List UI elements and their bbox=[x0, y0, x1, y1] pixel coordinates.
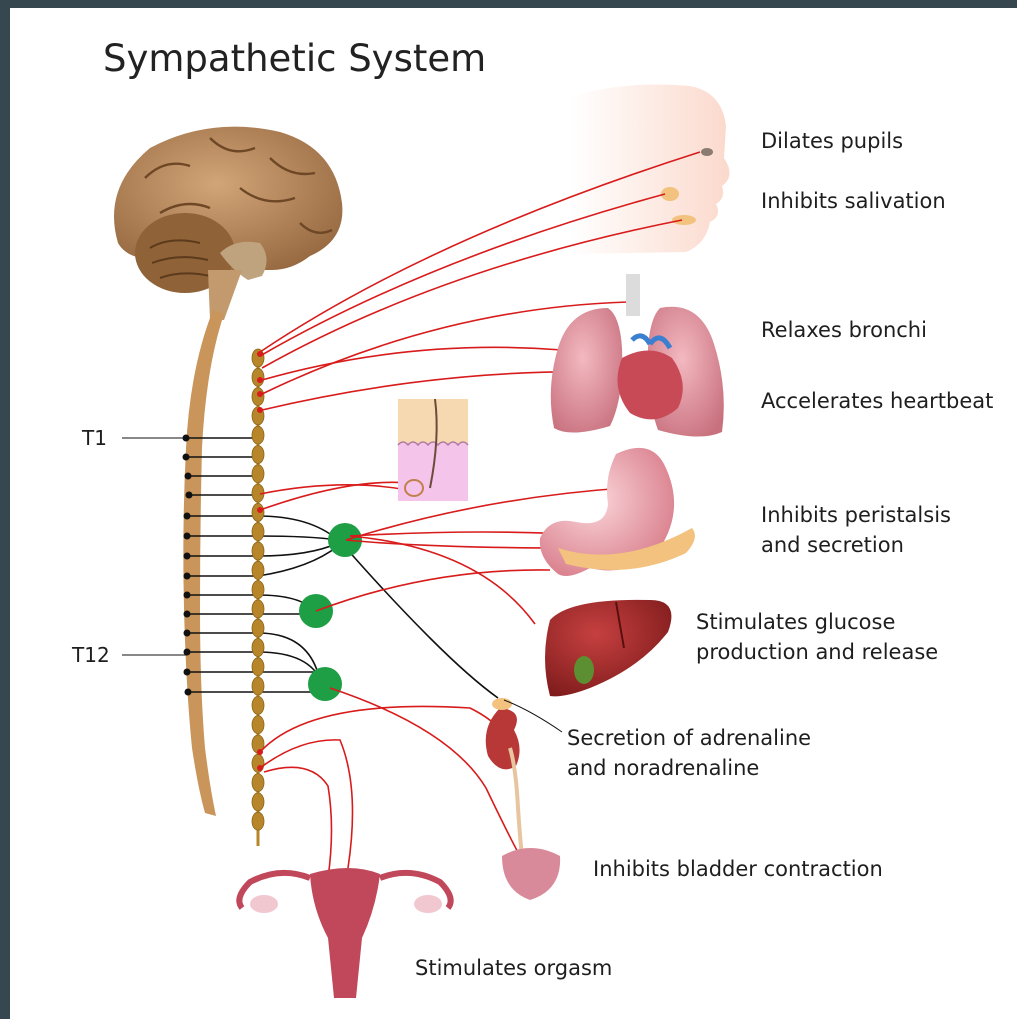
effect-stomach: Inhibits peristalsisand secretion bbox=[761, 503, 951, 557]
diagram-title: Sympathetic System bbox=[103, 37, 486, 80]
liver-illustration bbox=[545, 600, 671, 697]
effect-labels: Dilates pupilsInhibits salivationRelaxes… bbox=[415, 129, 993, 980]
chain-ganglion bbox=[252, 619, 264, 637]
chain-ganglion bbox=[252, 677, 264, 695]
chain-ganglion bbox=[252, 446, 264, 464]
kidney-illustration bbox=[486, 698, 522, 856]
salivary-gland-icon bbox=[672, 215, 696, 225]
chain-ganglion bbox=[252, 561, 264, 579]
lungs-and-heart-illustration bbox=[551, 274, 724, 437]
effect-lungs: Relaxes bronchi bbox=[761, 318, 927, 342]
chain-ganglion bbox=[252, 600, 264, 618]
adrenal-gland-icon bbox=[492, 698, 512, 710]
chain-ganglion bbox=[252, 696, 264, 714]
chain-ganglion bbox=[252, 349, 264, 367]
skin-illustration bbox=[398, 399, 468, 501]
effect-adrenal-gland: Secretion of adrenalineand noradrenaline bbox=[567, 726, 811, 780]
effect-eye: Dilates pupils bbox=[761, 129, 903, 153]
celiac-ganglion bbox=[328, 523, 362, 557]
chain-ganglion bbox=[252, 465, 264, 483]
chain-ganglion bbox=[252, 503, 264, 521]
chain-ganglion bbox=[252, 774, 264, 792]
chain-ganglion bbox=[252, 793, 264, 811]
chain-ganglion bbox=[252, 658, 264, 676]
chain-ganglion bbox=[252, 716, 264, 734]
gallbladder-icon bbox=[574, 656, 594, 684]
chain-ganglion bbox=[252, 368, 264, 386]
effect-salivary-glands: Inhibits salivation bbox=[761, 189, 946, 213]
brain-illustration bbox=[114, 127, 342, 320]
chain-ganglion bbox=[252, 812, 264, 830]
spinal-cord bbox=[183, 310, 224, 816]
eye-icon bbox=[701, 148, 713, 156]
effect-heart: Accelerates heartbeat bbox=[761, 389, 993, 413]
chain-ganglion bbox=[252, 426, 264, 444]
t12-label: T12 bbox=[71, 643, 110, 667]
diagram-frame: Sympathetic System bbox=[10, 8, 1017, 1019]
effect-bladder: Inhibits bladder contraction bbox=[593, 857, 883, 881]
chain-ganglion bbox=[252, 523, 264, 541]
inferior-mesenteric-ganglion bbox=[308, 667, 342, 701]
effect-reproductive-organs: Stimulates orgasm bbox=[415, 956, 612, 980]
chain-ganglion bbox=[252, 639, 264, 657]
chain-ganglion bbox=[252, 542, 264, 560]
sympathetic-diagram: Sympathetic System bbox=[10, 8, 1017, 1019]
bladder-illustration bbox=[502, 848, 560, 900]
stomach-illustration bbox=[540, 448, 695, 576]
chain-ganglion bbox=[252, 388, 264, 406]
t1-label: T1 bbox=[81, 426, 107, 450]
chain-ganglion bbox=[252, 581, 264, 599]
effect-liver: Stimulates glucoseproduction and release bbox=[696, 610, 938, 664]
